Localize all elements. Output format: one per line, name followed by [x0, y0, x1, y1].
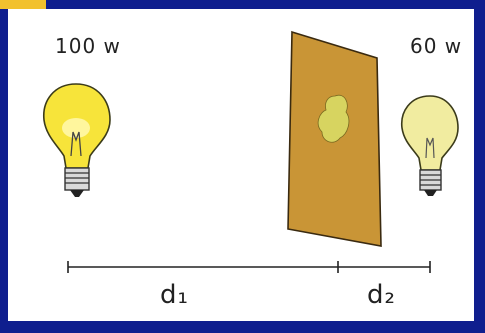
right-bulb-power-label: 60 w: [410, 34, 462, 58]
left-bulb-icon: [44, 84, 110, 197]
right-bulb-icon: [402, 96, 458, 196]
left-bulb-power-label: 100 w: [55, 34, 121, 58]
distance-ruler: [68, 261, 430, 273]
distance-1-label: d₁: [160, 280, 189, 310]
distance-2-label: d₂: [367, 280, 396, 310]
photometer-screen: [288, 32, 381, 246]
